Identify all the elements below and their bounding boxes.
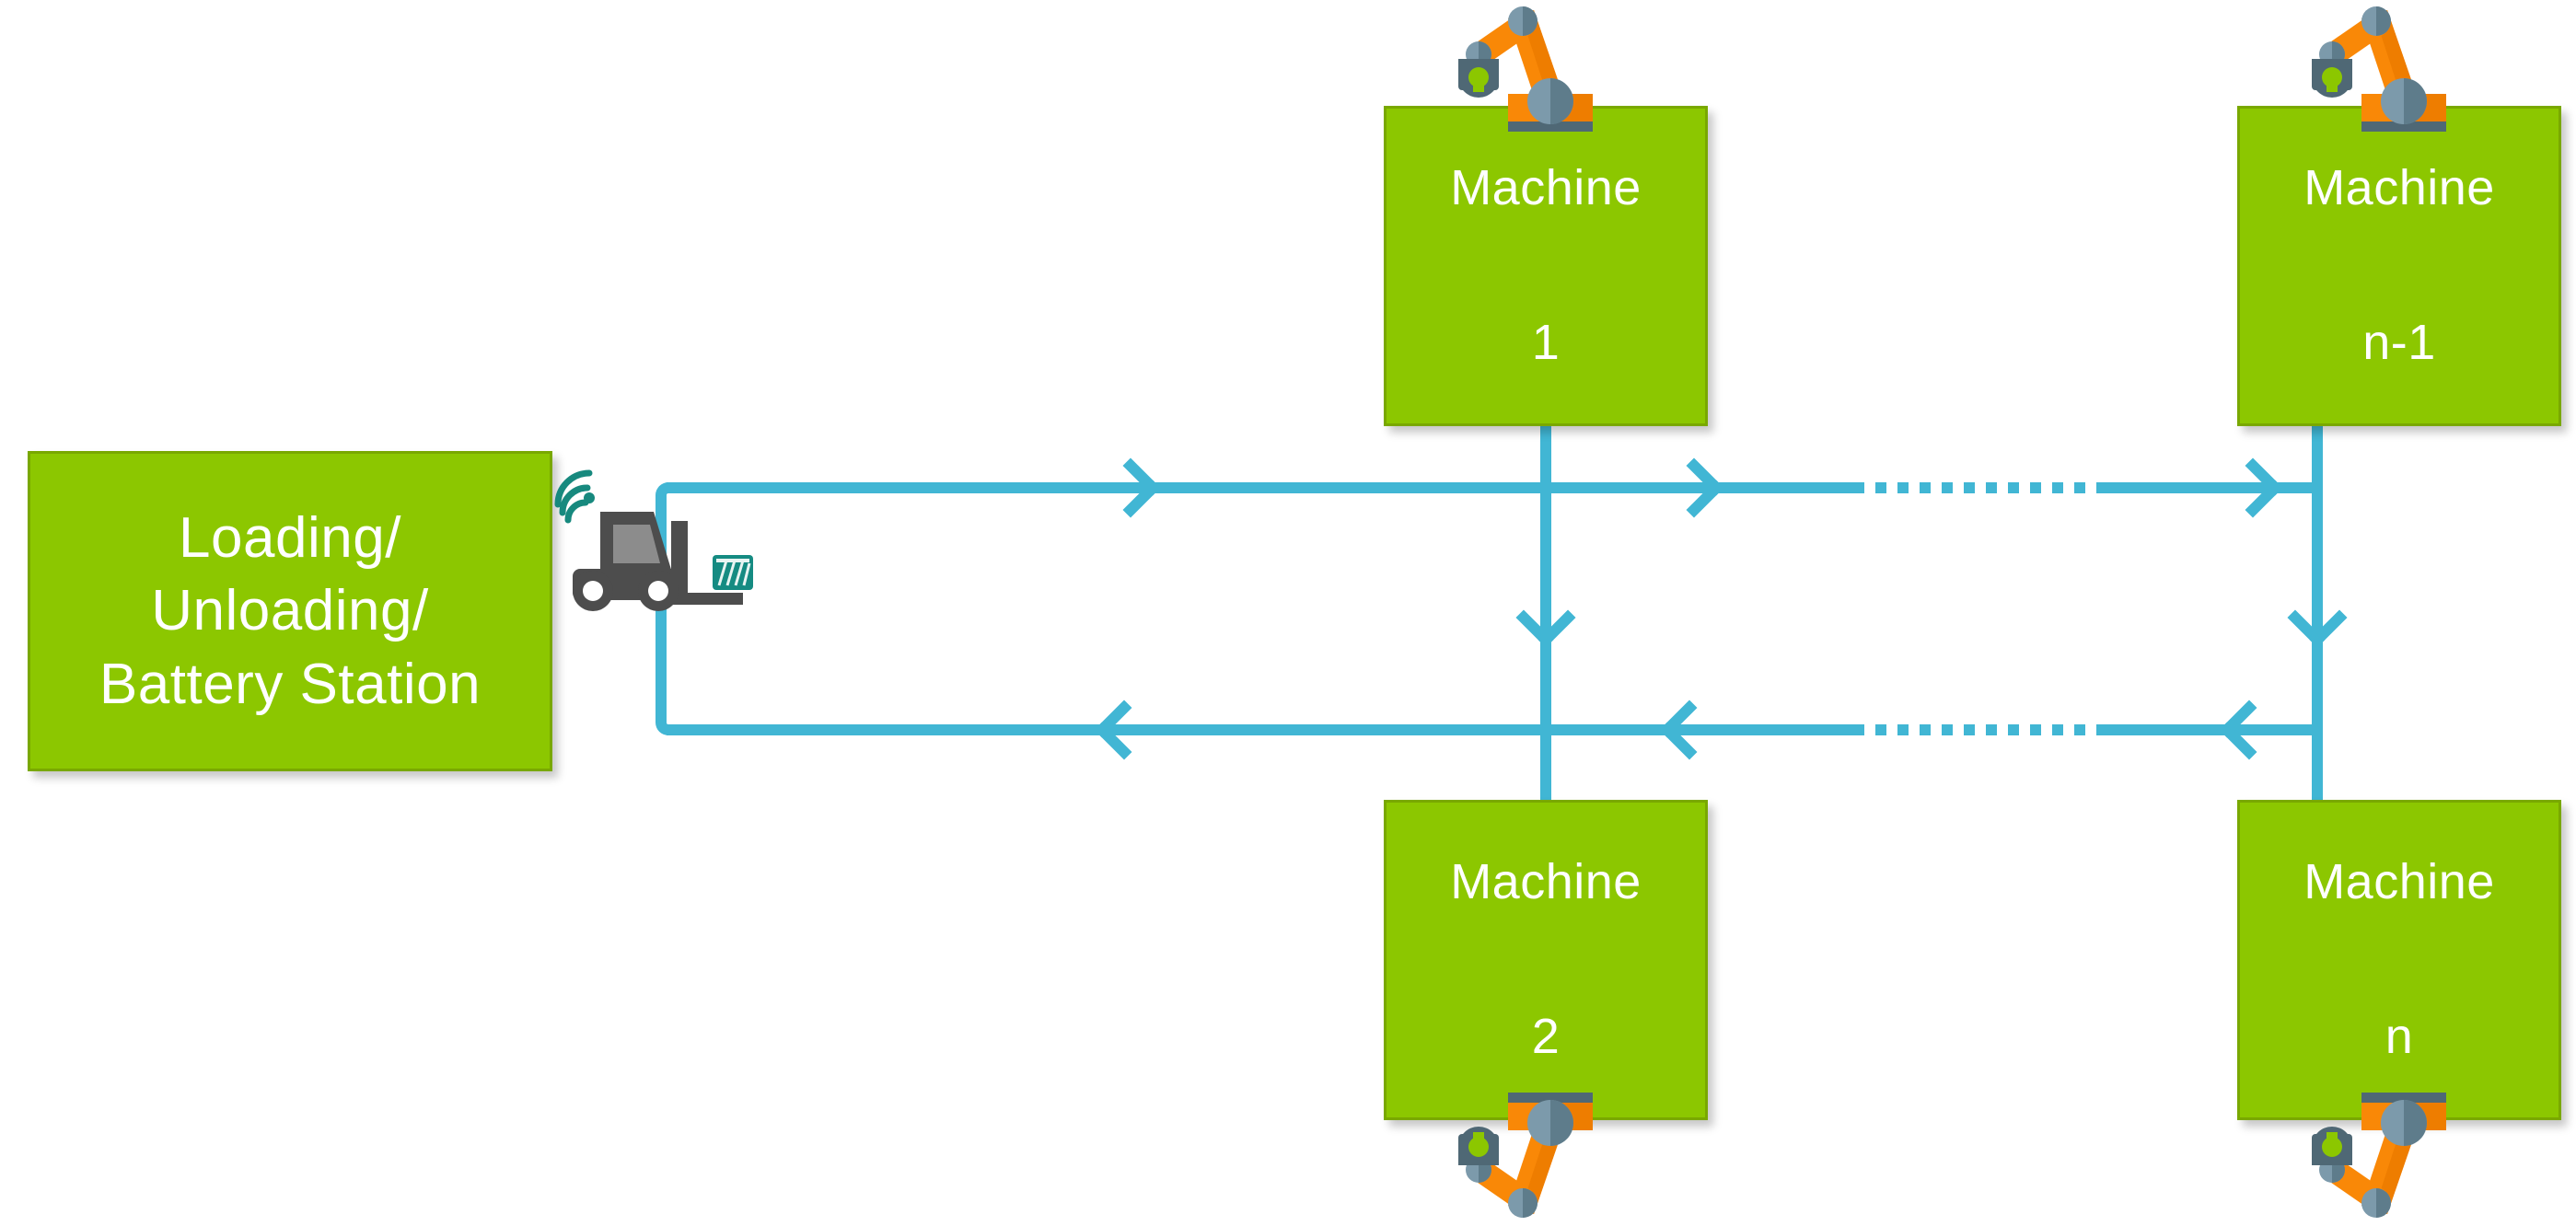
path-dotted-outbound bbox=[1853, 482, 2100, 493]
path-loop-left-corner bbox=[656, 482, 678, 735]
station-label: Loading/ Unloading/ Battery Station bbox=[99, 505, 482, 716]
machine-n-number: n bbox=[2385, 1008, 2414, 1064]
arrowhead-down-machine-n1 bbox=[2287, 587, 2348, 648]
path-vertical-machine-1-2 bbox=[1540, 422, 1551, 804]
arrowhead-outbound-1 bbox=[1100, 457, 1161, 518]
machine-2-number: 2 bbox=[1531, 1008, 1561, 1064]
machine-n-label: Machine n bbox=[2303, 768, 2495, 1152]
arrowhead-down-machine-1 bbox=[1515, 587, 1576, 648]
machine-2-box[interactable]: Machine 2 bbox=[1384, 800, 1708, 1120]
machine-n-1-title: Machine bbox=[2303, 160, 2495, 216]
machine-1-label: Machine 1 bbox=[1450, 74, 1642, 458]
arrowhead-return-3 bbox=[2219, 700, 2280, 760]
machine-n-1-box[interactable]: Machine n-1 bbox=[2237, 106, 2561, 426]
arrowhead-outbound-3 bbox=[2222, 457, 2283, 518]
arrowhead-return-1 bbox=[1094, 700, 1155, 760]
arrowhead-outbound-2 bbox=[1664, 457, 1724, 518]
machine-2-label: Machine 2 bbox=[1450, 768, 1642, 1152]
machine-1-title: Machine bbox=[1450, 160, 1642, 216]
machine-n-title: Machine bbox=[2303, 854, 2495, 910]
machine-2-title: Machine bbox=[1450, 854, 1642, 910]
path-vertical-machine-n1-n bbox=[2312, 422, 2323, 804]
machine-1-box[interactable]: Machine 1 bbox=[1384, 106, 1708, 426]
wireless-signal-icon bbox=[554, 469, 595, 524]
machine-n-1-label: Machine n-1 bbox=[2303, 74, 2495, 458]
loading-unloading-battery-station-box[interactable]: Loading/ Unloading/ Battery Station bbox=[28, 451, 552, 771]
path-dotted-return bbox=[1853, 724, 2100, 735]
machine-n-1-number: n-1 bbox=[2362, 314, 2436, 370]
arrowhead-return-2 bbox=[1659, 700, 1720, 760]
pallet-icon bbox=[713, 555, 753, 590]
machine-1-number: 1 bbox=[1531, 314, 1561, 370]
machine-n-box[interactable]: Machine n bbox=[2237, 800, 2561, 1120]
